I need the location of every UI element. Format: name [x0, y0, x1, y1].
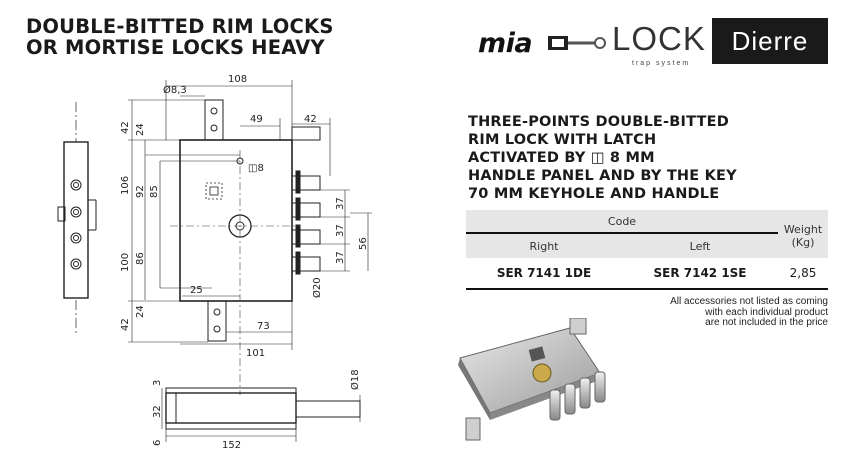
- technical-drawing: 108 Ø8,3 49 42 ◫8 25 73 101 152 42 24 10…: [57, 74, 372, 451]
- dierre-logo: Dierre: [712, 18, 828, 64]
- dim-square-8: ◫8: [248, 163, 264, 174]
- weight-cell: 2,85: [789, 266, 817, 280]
- lock-logo-subtitle: trap system: [632, 60, 691, 67]
- table-row: SER 7141 1DE SER 7142 1SE 2,85: [466, 258, 828, 290]
- note-line-1: All accessories not listed as coming: [670, 296, 828, 307]
- page-title: DOUBLE-BITTED RIM LOCKS OR MORTISE LOCKS…: [26, 16, 366, 58]
- dim-37-b: 37: [335, 224, 346, 237]
- dim-152: 152: [222, 440, 241, 451]
- note-line-3: are not included in the price: [705, 317, 828, 328]
- page-title-line-2: OR MORTISE LOCKS HEAVY: [26, 36, 325, 59]
- dim-42-left-top: 42: [120, 121, 131, 134]
- weight-header: Weight (Kg): [783, 223, 823, 249]
- dim-108: 108: [228, 74, 247, 85]
- lock-section-view: [161, 387, 361, 442]
- lock-body-front: [179, 99, 321, 342]
- dim-6: 6: [152, 440, 163, 446]
- product-title: THREE-POINTS DOUBLE-BITTED RIM LOCK WITH…: [468, 113, 808, 203]
- specs-table-header: Code Right Left Weight (Kg): [466, 210, 828, 258]
- product-title-line-3: ACTIVATED BY ◫ 8 MM: [468, 150, 655, 166]
- right-header: Right: [529, 240, 559, 253]
- dim-85: 85: [149, 185, 160, 198]
- dim-18: Ø18: [349, 369, 361, 390]
- dim-73: 73: [257, 321, 270, 332]
- dim-25: 25: [190, 285, 203, 296]
- dim-37-c: 37: [335, 251, 346, 264]
- dim-56: 56: [358, 237, 369, 250]
- dim-106: 106: [120, 176, 131, 195]
- mia-logo: mia: [478, 28, 533, 59]
- accessories-note: All accessories not listed as coming wit…: [600, 296, 828, 329]
- code-header: Code: [607, 215, 637, 228]
- dim-86: 86: [135, 252, 146, 265]
- dim-100: 100: [120, 253, 131, 272]
- left-header: Left: [689, 240, 711, 253]
- code-right-cell: SER 7141 1DE: [496, 266, 592, 280]
- dim-37-a: 37: [335, 197, 346, 210]
- code-left-cell: SER 7142 1SE: [653, 266, 747, 280]
- dim-3: 3: [152, 380, 163, 386]
- side-profile: [57, 102, 97, 335]
- product-title-line-1: THREE-POINTS DOUBLE-BITTED: [468, 114, 729, 130]
- dim-42-left-bottom: 42: [120, 318, 131, 331]
- dim-42-top-right: 42: [304, 114, 317, 125]
- dim-32: 32: [152, 405, 163, 418]
- dim-92: 92: [135, 185, 146, 198]
- product-title-line-5: 70 MM KEYHOLE AND HANDLE: [468, 186, 720, 202]
- product-photo: [458, 318, 606, 441]
- dim-24-top: 24: [135, 123, 146, 136]
- page-title-line-1: DOUBLE-BITTED RIM LOCKS: [26, 15, 334, 38]
- key-icon: [548, 36, 606, 50]
- dim-49: 49: [250, 114, 263, 125]
- dim-24-bottom: 24: [135, 305, 146, 318]
- dim-bolt-diameter: Ø20: [311, 277, 323, 298]
- dim-hole-diameter: Ø8,3: [163, 84, 187, 96]
- dim-101: 101: [246, 348, 265, 359]
- product-title-line-2: RIM LOCK WITH LATCH: [468, 132, 657, 148]
- note-line-2: with each individual product: [705, 306, 828, 318]
- product-title-line-4: HANDLE PANEL AND BY THE KEY: [468, 168, 737, 184]
- code-header-rule: [466, 232, 778, 234]
- specs-table: Code Right Left Weight (Kg) SER 7141 1DE…: [466, 210, 828, 290]
- lock-logo: LOCK: [612, 20, 706, 57]
